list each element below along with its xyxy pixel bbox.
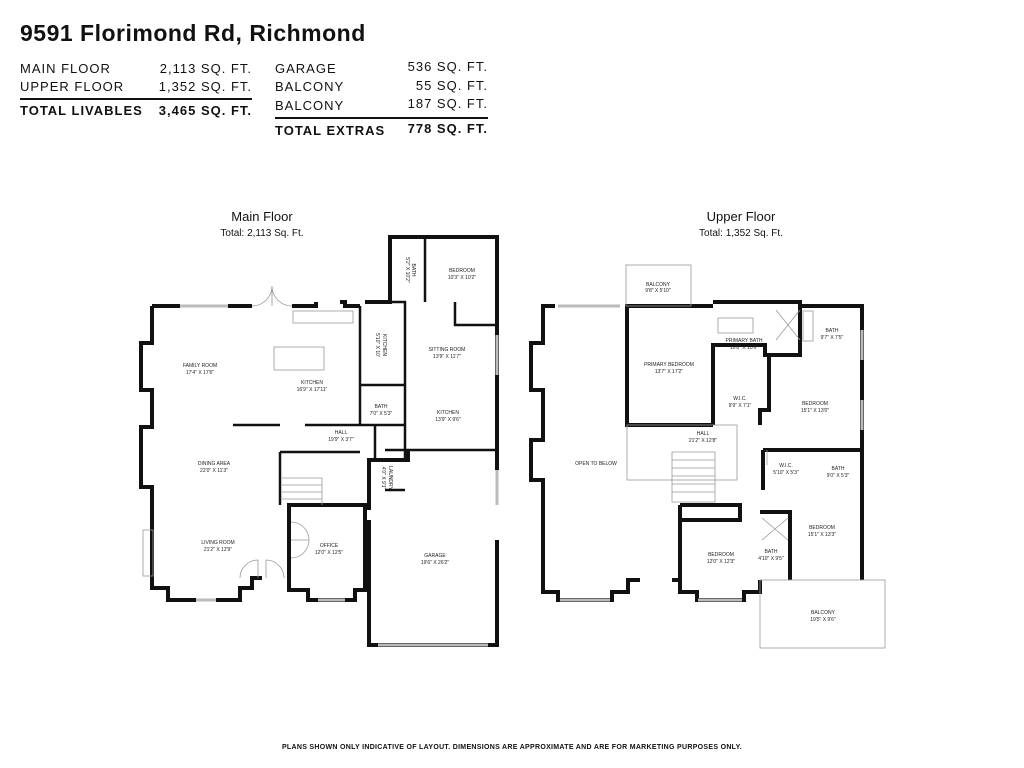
total-livables-value: 3,465 SQ. FT. xyxy=(158,103,252,118)
page-title: 9591 Florimond Rd, Richmond xyxy=(20,20,366,46)
room-dims: 15'1" X 13'3" xyxy=(808,532,836,538)
room-dims: 21'2" X 12'9" xyxy=(204,547,232,553)
upper-floor-room-labels: BALCONY 9'8" X 5'10" PRIMARY BATH 10'8" … xyxy=(575,282,849,623)
room-label: LAUNDRY xyxy=(387,466,393,490)
upper-floor-title: Upper Floor xyxy=(706,209,776,224)
room-label: BATH xyxy=(826,328,839,334)
room-dims: 9'7" X 7'5" xyxy=(821,335,844,341)
room-label: KITCHEN xyxy=(381,334,387,356)
livables-label: MAIN FLOOR xyxy=(20,61,111,76)
room-label: PRIMARY BEDROOM xyxy=(644,362,694,368)
room-label: W.I.C. xyxy=(779,463,793,469)
room-dims: 5'10" X 10' xyxy=(374,333,380,357)
total-extras-label: TOTAL EXTRAS xyxy=(275,123,386,138)
extras-label: BALCONY xyxy=(275,79,345,94)
room-dims: 4'10" X 9'5" xyxy=(758,556,784,562)
room-dims: 5'2" X 10'2" xyxy=(404,257,410,283)
room-label: BEDROOM xyxy=(809,525,835,531)
room-label: BALCONY xyxy=(646,282,671,288)
room-dims: 19'9" X 3'7" xyxy=(328,437,354,443)
room-dims: 4'0" X 9'1" xyxy=(380,467,386,490)
room-label: PRIMARY BATH xyxy=(726,338,763,344)
room-label: OFFICE xyxy=(320,543,339,549)
room-label: OPEN TO BELOW xyxy=(575,461,617,467)
livables-label: UPPER FLOOR xyxy=(20,79,125,94)
livables-value: 2,113 SQ. FT. xyxy=(159,61,252,76)
main-floor-title: Main Floor xyxy=(231,209,293,224)
room-label: BEDROOM xyxy=(708,552,734,558)
divider xyxy=(20,98,252,100)
room-label: BATH xyxy=(832,466,845,472)
room-dims: 7'0" X 5'3" xyxy=(370,411,393,417)
room-label: BATH xyxy=(375,404,388,410)
main-floor-room-labels: BATH 5'2" X 10'2" BEDROOM 10'3" X 10'2" … xyxy=(183,257,476,566)
room-label: SITTING ROOM xyxy=(429,347,466,353)
room-dims: 9'0" X 5'3" xyxy=(827,473,850,479)
room-dims: 13'7" X 17'2" xyxy=(655,369,683,375)
room-dims: 19'6" X 26'2" xyxy=(421,560,449,566)
room-dims: 13'9" X 9'6" xyxy=(435,417,461,423)
room-dims: 17'4" X 17'6" xyxy=(186,370,214,376)
room-dims: 22'0" X 11'3" xyxy=(200,468,228,474)
main-floor-plan: BATH 5'2" X 10'2" BEDROOM 10'3" X 10'2" … xyxy=(139,235,499,647)
total-extras-value: 778 SQ. FT. xyxy=(407,121,488,136)
room-label: GARAGE xyxy=(424,553,446,559)
room-dims: 12'0" X 12'5" xyxy=(315,550,343,556)
extras-value: 187 SQ. FT. xyxy=(407,96,488,111)
room-label: DINING AREA xyxy=(198,461,231,467)
room-dims: 9'8" X 5'10" xyxy=(645,288,671,294)
room-label: BEDROOM xyxy=(449,268,475,274)
extras-value: 536 SQ. FT. xyxy=(407,59,488,74)
room-dims: 13'9" X 11'7" xyxy=(433,354,461,360)
room-label: BEDROOM xyxy=(802,401,828,407)
livables-value: 1,352 SQ. FT. xyxy=(158,79,252,94)
room-label: BALCONY xyxy=(811,610,836,616)
room-label: BATH xyxy=(410,264,416,277)
room-dims: 21'2" X 12'8" xyxy=(689,438,717,444)
room-label: FAMILY ROOM xyxy=(183,363,217,369)
room-dims: 19'5" X 9'6" xyxy=(810,617,836,623)
disclaimer: PLANS SHOWN ONLY INDICATIVE OF LAYOUT. D… xyxy=(281,744,743,751)
main-floor-total: Total: 2,113 Sq. Ft. xyxy=(220,228,304,239)
room-dims: 15'1" X 13'0" xyxy=(801,408,829,414)
upper-floor-plan: BALCONY 9'8" X 5'10" PRIMARY BATH 10'8" … xyxy=(529,264,886,649)
extras-value: 55 SQ. FT. xyxy=(415,78,488,93)
room-dims: 5'10" X 5'3" xyxy=(773,470,799,476)
room-label: KITCHEN xyxy=(301,380,323,386)
extras-label: GARAGE xyxy=(275,61,337,76)
total-livables-label: TOTAL LIVABLES xyxy=(20,103,143,118)
extras-label: BALCONY xyxy=(275,98,345,113)
room-dims: 10'8" X 10'6" xyxy=(730,345,758,351)
room-label: LIVING ROOM xyxy=(201,540,234,546)
room-dims: 10'3" X 10'2" xyxy=(448,275,476,281)
upper-floor-total: Total: 1,352 Sq. Ft. xyxy=(699,228,783,239)
room-dims: 12'0" X 12'3" xyxy=(707,559,735,565)
room-label: HALL xyxy=(335,430,348,436)
room-dims: 9'9" X 7'1" xyxy=(729,403,752,409)
room-label: BATH xyxy=(765,549,778,555)
room-dims: 16'9" X 17'11" xyxy=(297,387,328,393)
divider xyxy=(275,117,488,119)
room-label: KITCHEN xyxy=(437,410,459,416)
room-label: HALL xyxy=(697,431,710,437)
room-label: W.I.C. xyxy=(733,396,747,402)
